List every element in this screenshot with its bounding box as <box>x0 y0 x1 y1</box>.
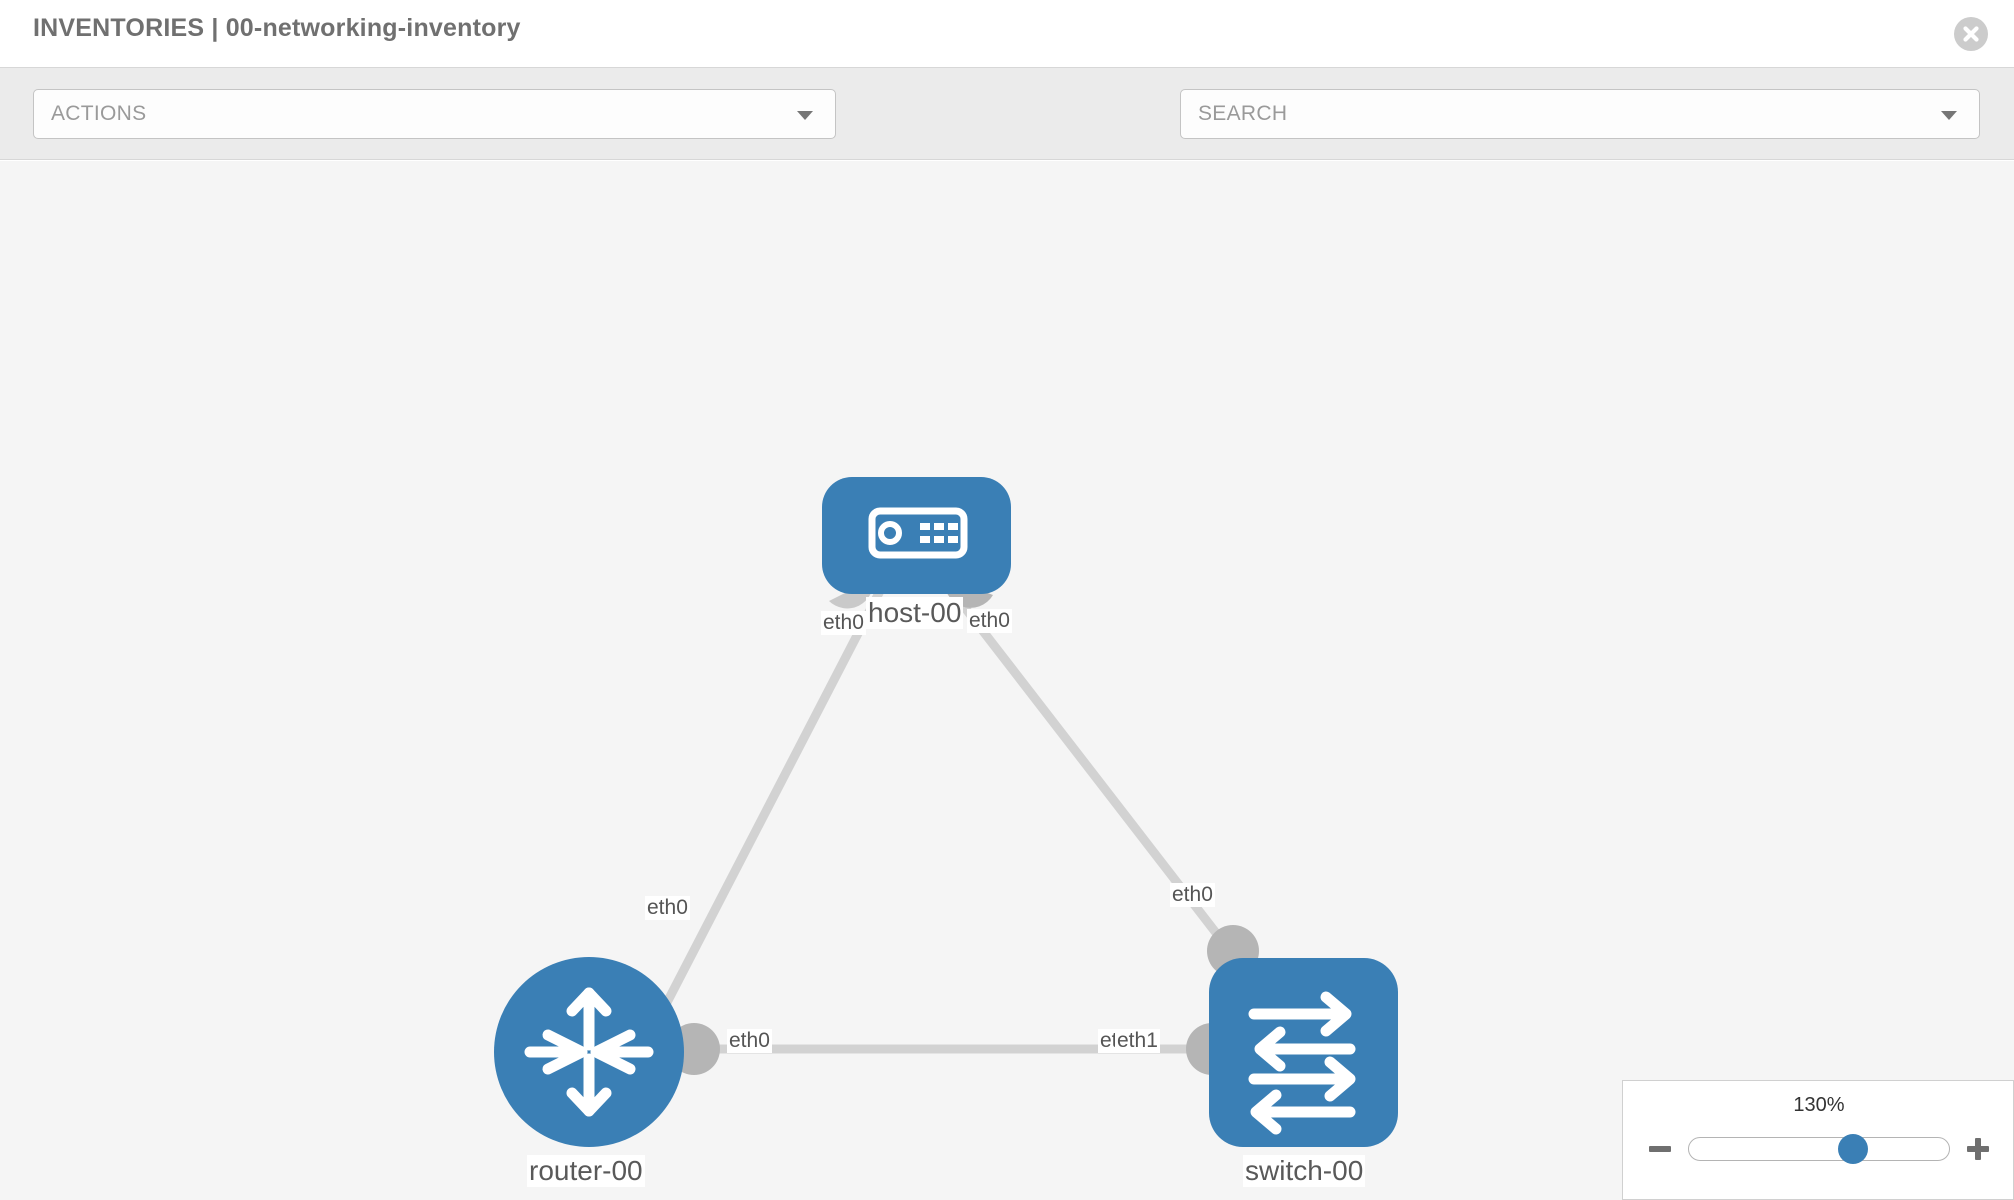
topology-canvas[interactable]: host-00 router-00 switch-00 eth0 eth0 et… <box>0 161 2014 1200</box>
iface-label: eth0 <box>821 611 866 635</box>
zoom-slider-thumb[interactable] <box>1837 1134 1868 1164</box>
iface-label: eth1 <box>1115 1029 1160 1053</box>
iface-label: eth0 <box>967 609 1012 633</box>
close-icon[interactable] <box>1954 17 1988 51</box>
zoom-control-row <box>1623 1129 2014 1169</box>
zoom-level-value: 130% <box>1793 1094 1845 1116</box>
iface-label: eth0 <box>727 1029 772 1053</box>
minus-icon[interactable] <box>1646 1135 1674 1163</box>
node-switch-00[interactable] <box>1209 958 1398 1147</box>
link-host-router[interactable] <box>656 588 884 1019</box>
chevron-down-icon <box>797 111 813 120</box>
node-router-00[interactable] <box>494 957 684 1147</box>
search-placeholder: SEARCH <box>1198 102 1288 125</box>
zoom-slider[interactable] <box>1688 1134 1950 1164</box>
chevron-down-icon[interactable] <box>1941 111 1957 120</box>
node-label-switch-00: switch-00 <box>1243 1155 1366 1187</box>
toolbar: ACTIONS SEARCH <box>0 68 2014 189</box>
server-icon <box>868 507 968 559</box>
topology-graph <box>494 477 1398 1147</box>
plus-icon[interactable] <box>1964 1135 1992 1163</box>
node-host-00[interactable] <box>822 477 1011 594</box>
node-label-router-00: router-00 <box>527 1155 645 1187</box>
iface-label: eth0 <box>645 896 690 920</box>
switch-arrows-icon <box>1248 991 1356 1135</box>
actions-dropdown[interactable]: ACTIONS <box>33 89 836 139</box>
page-title: INVENTORIES | 00-networking-inventory <box>33 14 521 42</box>
node-label-host-00: host-00 <box>866 597 964 629</box>
search-input[interactable]: SEARCH <box>1180 89 1980 139</box>
actions-dropdown-label: ACTIONS <box>51 102 147 125</box>
router-arrows-icon <box>524 987 654 1117</box>
iface-label: eth0 <box>1170 883 1215 907</box>
zoom-control-panel: 130% <box>1622 1080 2014 1200</box>
page-header: INVENTORIES | 00-networking-inventory <box>0 0 2014 68</box>
